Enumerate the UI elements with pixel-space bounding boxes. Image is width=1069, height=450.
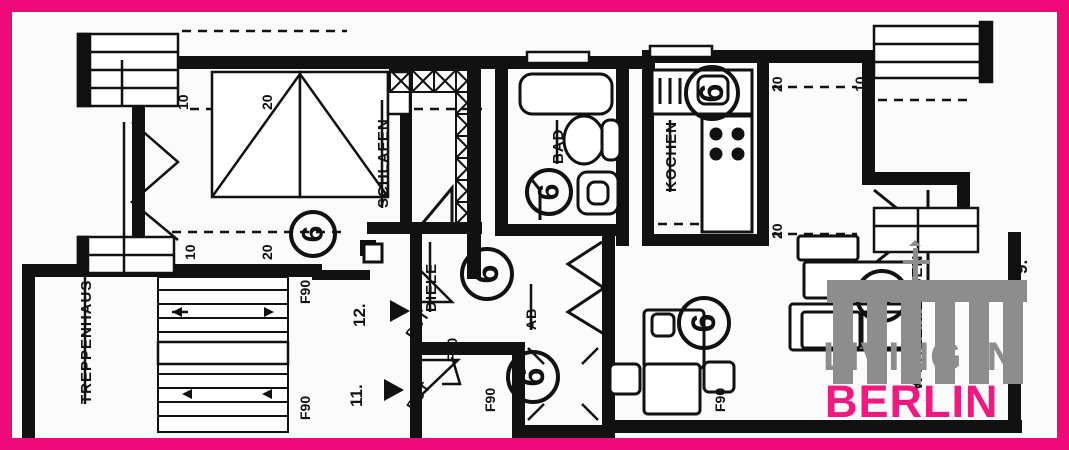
bathroom-fixtures: [518, 72, 622, 220]
balcony-mid-right: [872, 206, 980, 254]
kitchen-fixtures: [650, 68, 754, 234]
break-line-ab: [565, 240, 607, 336]
unit-marker-12: 12.: [350, 303, 369, 327]
bathtub-icon: [518, 72, 614, 116]
dimension-label-6: 10: [852, 76, 868, 92]
fire-label-f90-4: F90: [444, 337, 460, 362]
room-label-diele: DIELE: [423, 262, 440, 312]
fire-label-f90-1: F90: [297, 279, 313, 304]
floor-plan-drawing: 6 6 6 6 6 6 6: [22, 20, 1022, 438]
svg-text:6: 6: [863, 287, 901, 306]
staircase: [156, 276, 290, 433]
floor-plan-paper: 6 6 6 6 6 6 6: [12, 12, 1057, 438]
triangle-right-icon: [390, 300, 410, 322]
room-label-wohnen-essen: WOHNEN/ESSEN: [909, 254, 926, 390]
toilet-icon: [562, 114, 606, 166]
fire-label-f90-2: F90: [297, 395, 313, 420]
schlafen-window-doors: [210, 70, 412, 199]
room-label-schlafen: SCHLAFEN: [375, 118, 392, 208]
dimension-label-4: 20: [259, 244, 275, 260]
shaft-label-ab: AB: [523, 307, 539, 330]
shaft-dst: [410, 258, 456, 304]
room-label-treppenhaus: TREPPENHAUS: [78, 279, 95, 404]
room-label-bad: BAD: [550, 128, 567, 165]
svg-text:6: 6: [533, 184, 566, 201]
balcony-mid-left: [76, 235, 176, 275]
dimension-label-7: 20: [769, 223, 785, 239]
triangle-right-icon: [384, 379, 404, 401]
stove-icon: [700, 114, 754, 234]
window-bath: [525, 50, 591, 65]
svg-text:6: 6: [297, 226, 330, 243]
area-marker-circles: [289, 65, 909, 404]
dimension-label-5: 20: [769, 76, 785, 92]
fire-label-f90-5: F90: [712, 387, 728, 412]
dimension-label-1: 10: [175, 94, 191, 110]
room-label-kochen: KOCHEN: [663, 120, 680, 192]
dining-set: [608, 308, 736, 416]
door-swing-balcony-left: [122, 121, 180, 241]
unit-marker-triangles: [384, 300, 410, 401]
fire-label-f90-3: F90: [482, 387, 498, 412]
unit-marker-11: 11.: [347, 384, 366, 407]
svg-text:6: 6: [514, 368, 552, 387]
svg-text:6: 6: [468, 265, 506, 284]
door-jambs: [362, 242, 384, 264]
unit-marker-9: 9.: [1012, 259, 1031, 274]
svg-text:6: 6: [685, 314, 723, 333]
shaft-bst: [410, 356, 462, 407]
balcony-top-left: [76, 32, 180, 108]
balcony-top-right: [872, 20, 994, 84]
window-kitchen: [648, 44, 714, 59]
dimension-label-2: 20: [259, 94, 275, 110]
diele-angled-wall: [420, 183, 454, 234]
svg-text:6: 6: [693, 84, 731, 103]
dimension-label-3: 10: [182, 244, 198, 260]
